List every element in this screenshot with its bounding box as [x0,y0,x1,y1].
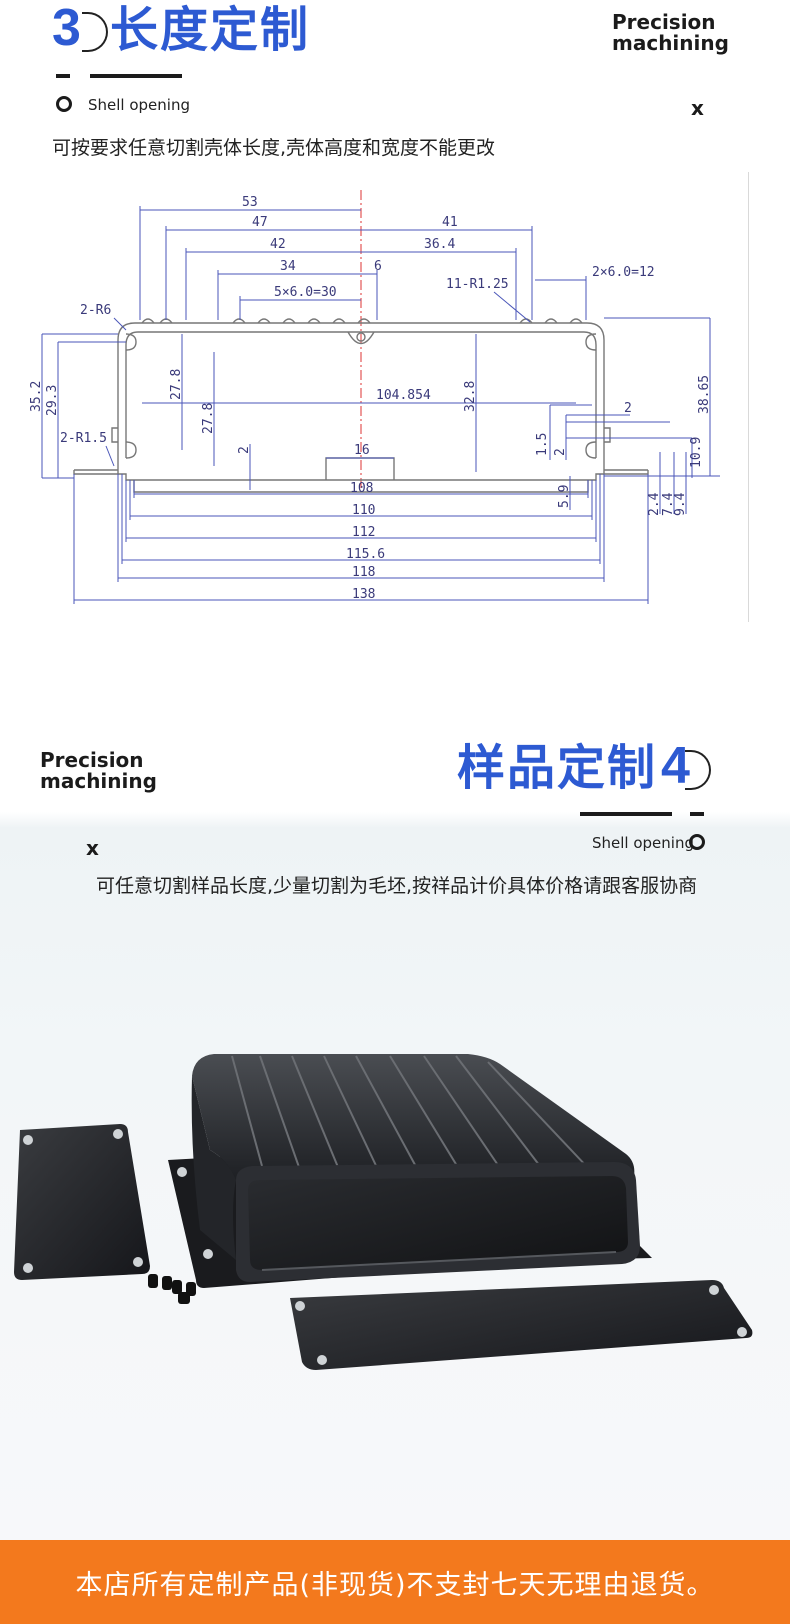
accent-bar-short-4 [690,812,704,816]
end-panel-left [14,1124,150,1280]
section-number-badge-4: 4 [661,740,711,792]
return-policy-text: 本店所有定制产品(非现货)不支封七天无理由退货。 [75,1569,715,1601]
sample-description: 可任意切割样品长度,少量切割为毛坯,按祥品计价具体价格请跟客服协商 [96,875,698,897]
product-photo-svg [14,1054,753,1370]
dim-53: 53 [242,195,258,210]
dim-2-r6: 2-R6 [80,303,111,318]
precision-line-1: Precision [612,10,716,34]
shell-opening-label-4: Shell opening [592,834,694,852]
dim-108: 108 [350,481,373,496]
dim-2x6: 2×6.0=12 [592,265,655,280]
dim-110: 110 [352,503,375,518]
precision-line-2: machining [612,31,729,55]
dim-2-r1-5: 2-R1.5 [60,431,107,446]
dim-32-8: 32.8 [463,381,478,412]
dim-1-5: 1.5 [535,433,550,456]
dim-9-4: 9.4 [673,492,688,516]
precision-line-1-4: Precision [40,748,144,772]
ring-bullet-icon [56,96,72,112]
dim-16: 16 [354,443,370,458]
dimension-labels: 53 47 41 42 36.4 34 6 5×6.0=30 2×6.0=12 … [30,195,712,602]
accent-bar-short [56,74,70,78]
dim-47: 47 [252,215,268,230]
profile-technical-drawing: 53 47 41 42 36.4 34 6 5×6.0=30 2×6.0=12 … [30,190,760,640]
shell-opening-label: Shell opening [88,96,190,114]
precision-machining-label-4: Precision machining [40,750,157,792]
precision-machining-label: Precision machining [612,10,729,55]
section-title: 长度定制 [110,2,311,58]
dim-118: 118 [352,565,375,580]
dim-42: 42 [270,237,286,252]
section-number: 3 [52,0,81,57]
x-mark: x [691,96,704,120]
number-arc-icon-4 [685,750,711,790]
dim-41: 41 [442,215,458,230]
number-arc-icon [82,12,108,52]
dim-5-9: 5.9 [557,485,572,508]
dim-7-4: 7.4 [661,492,676,516]
end-panel-right [290,1280,753,1370]
dim-34: 34 [280,259,296,274]
drawing-svg: 53 47 41 42 36.4 34 6 5×6.0=30 2×6.0=12 … [30,190,720,604]
dim-38-65: 38.65 [697,375,712,414]
dim-115-6: 115.6 [346,547,385,562]
dim-2-right-b: 2 [553,448,568,456]
main-enclosure [168,1054,652,1288]
enclosure-product-photo [0,1030,790,1530]
section-number-badge: 3 [52,0,108,57]
dim-10-9: 10.9 [689,437,704,468]
x-mark-4: x [86,836,99,860]
length-description: 可按要求任意切割壳体长度,壳体高度和宽度不能更改 [52,137,496,159]
dim-35-2: 35.2 [30,381,44,412]
dim-138: 138 [352,587,375,602]
dim-2-4: 2.4 [647,492,662,516]
dim-104-854: 104.854 [376,388,431,403]
section-length-customization: 3 长度定制 Precision machining Shell opening… [0,0,790,740]
precision-line-2-4: machining [40,769,157,793]
dim-36-4: 36.4 [424,237,455,252]
dim-2-left: 2 [237,446,252,454]
section-sample-customization: Precision machining 样品定制 4 x Shell openi… [0,740,790,1540]
dim-27-8-b: 27.8 [201,403,216,434]
section-title-4: 样品定制 [457,740,658,796]
ring-bullet-icon-4 [689,834,705,850]
dimension-lines [41,206,720,604]
dim-11-r1-25: 11-R1.25 [446,277,509,292]
dim-6: 6 [374,259,382,274]
accent-bar-long-4 [580,812,672,816]
screws [148,1274,196,1304]
dim-112: 112 [352,525,375,540]
divider-line [748,172,749,622]
accent-bar-long [90,74,182,78]
dim-2-right: 2 [624,401,632,416]
dim-27-8-a: 27.8 [169,369,184,400]
dim-5x6: 5×6.0=30 [274,285,337,300]
return-policy-banner: 本店所有定制产品(非现货)不支封七天无理由退货。 [0,1540,790,1624]
dim-29-3: 29.3 [45,385,60,416]
